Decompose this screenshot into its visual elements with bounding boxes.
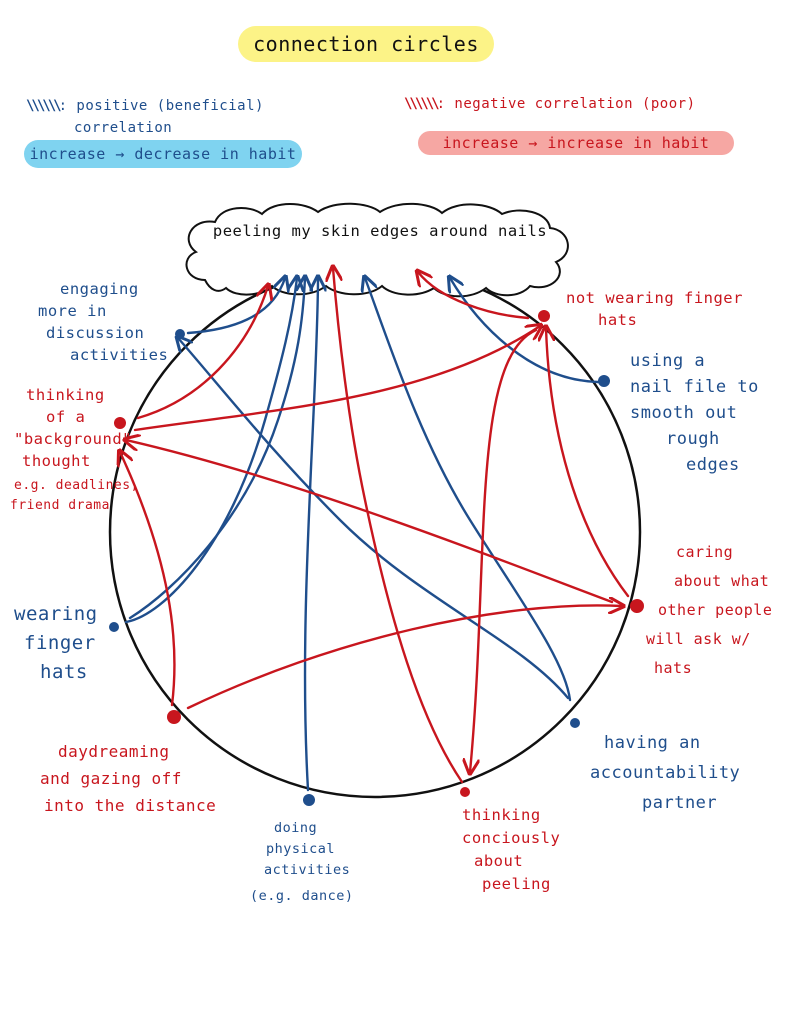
arrow-caring-to-background [126, 440, 614, 604]
node-not-wearing [538, 310, 550, 322]
label-background-line2: of a [46, 408, 86, 426]
label-daydreaming-line1: daydreaming [58, 742, 170, 761]
label-thinking-peeling-line3: about [474, 852, 524, 870]
arrow-daydream-to-background [120, 452, 176, 707]
label-thinking-peeling-line4: peeling [482, 875, 551, 893]
label-nail-file-line3: smooth out [630, 403, 738, 423]
label-physical-line3: activities [264, 862, 351, 878]
node-accountability [570, 718, 580, 728]
label-background-example-line1: e.g. deadlines, [14, 478, 139, 493]
node-nail-file [598, 375, 610, 387]
arrow-notwearing-to-thinking [470, 328, 538, 772]
arrow-daydream-to-caring [186, 605, 622, 710]
legend-positive: \\\\\\: positive (beneficial) correlatio… [26, 95, 264, 139]
label-not-wearing: not wearing finger hats [566, 287, 743, 331]
label-not-wearing-line2: hats [598, 311, 638, 329]
label-daydreaming-line3: into the distance [44, 796, 217, 815]
arrow-engaging-to-center [186, 278, 285, 335]
label-thinking-peeling-line2: conciously [462, 829, 561, 847]
arrow-background-to-center [136, 286, 268, 420]
center-label: peeling my skin edges around nails [212, 222, 548, 240]
arrow-accountability-to-engaging [178, 338, 570, 700]
label-background-line3: "background" [14, 430, 132, 448]
label-nail-file-line4: rough [666, 429, 720, 449]
legend-positive-mark: \\\\\\ [26, 98, 62, 114]
label-nail-file-line1: using a [630, 351, 706, 371]
label-accountability-line3: partner [642, 793, 718, 813]
legend-negative-mark: \\\\\\ [404, 96, 440, 112]
arrow-notwearing-to-center [418, 272, 530, 320]
label-background-example: e.g. deadlines, friend drama [10, 476, 139, 516]
label-nail-file-line2: nail file to [630, 377, 759, 397]
label-accountability-line1: having an [604, 733, 701, 753]
label-wearing-line3: hats [40, 661, 88, 683]
label-wearing-line1: wearing [14, 603, 98, 625]
node-wearing [109, 622, 119, 632]
label-background-line1: thinking [26, 386, 105, 404]
node-physical [303, 794, 315, 806]
label-nail-file-line5: edges [686, 455, 740, 475]
arrow-physical-to-center [303, 278, 318, 792]
label-engaging-line1: engaging [60, 280, 139, 298]
label-caring: caring about what other people will ask … [646, 538, 772, 683]
legend-positive-rule: increase → decrease in habit [29, 145, 297, 163]
label-background: thinking of a "background" thought [14, 384, 132, 472]
label-not-wearing-line1: not wearing finger [566, 289, 743, 307]
label-engaging: engaging more in discussion activities [38, 278, 168, 366]
label-thinking-peeling: thinking conciously about peeling [462, 804, 560, 896]
label-engaging-line4: activities [70, 346, 169, 364]
label-caring-line3: other people [658, 601, 773, 619]
label-daydreaming-line2: and gazing off [40, 769, 182, 788]
label-wearing-line2: finger [24, 632, 96, 654]
label-physical-line2: physical [266, 841, 336, 857]
legend-negative-highlight [418, 131, 734, 155]
legend-negative: \\\\\\: negative correlation (poor) [404, 93, 696, 115]
label-caring-line5: hats [654, 659, 693, 677]
label-caring-line4: will ask w/ [646, 630, 751, 648]
node-caring [630, 599, 644, 613]
arrow-thinking-to-center [333, 268, 464, 784]
label-wearing: wearing finger hats [14, 600, 98, 687]
legend-positive-highlight [24, 140, 302, 168]
arrow-nailfile-to-center [450, 278, 600, 384]
node-engaging [175, 329, 185, 339]
label-caring-line2: about what [674, 572, 770, 590]
arrow-caring-to-notwearing [546, 328, 630, 598]
label-daydreaming: daydreaming and gazing off into the dist… [40, 738, 216, 819]
legend-positive-line1: : positive (beneficial) [58, 98, 264, 114]
label-engaging-line3: discussion [46, 324, 145, 342]
arrow-accountability-to-center [365, 278, 572, 702]
node-thinking-peeling [460, 787, 470, 797]
arrow-wearing-to-center-a [124, 278, 297, 624]
node-background [114, 417, 126, 429]
label-background-line4: thought [22, 452, 91, 470]
label-physical: doing physical activities [262, 818, 350, 881]
cloud-shape [185, 202, 569, 298]
node-daydreaming [167, 710, 181, 724]
arrow-background-to-notwearing [133, 326, 540, 432]
main-circle [108, 265, 642, 799]
label-accountability-line2: accountability [590, 763, 741, 783]
arrow-wearing-to-center-b [128, 278, 305, 620]
label-physical-line1: doing [274, 820, 318, 836]
legend-positive-line2: correlation [74, 120, 173, 136]
label-engaging-line2: more in [38, 302, 107, 320]
diagram-title: connection circles [238, 26, 494, 62]
label-caring-line1: caring [676, 543, 734, 561]
legend-negative-line1: : negative correlation (poor) [436, 96, 696, 112]
label-accountability: having an accountability partner [590, 728, 740, 818]
label-nail-file: using a nail file to smooth out rough ed… [630, 348, 759, 478]
label-physical-example: (e.g. dance) [250, 888, 354, 904]
label-background-example-line2: friend drama [10, 498, 110, 513]
legend-negative-rule: increase → increase in habit [442, 134, 710, 152]
label-thinking-peeling-line1: thinking [462, 806, 541, 824]
